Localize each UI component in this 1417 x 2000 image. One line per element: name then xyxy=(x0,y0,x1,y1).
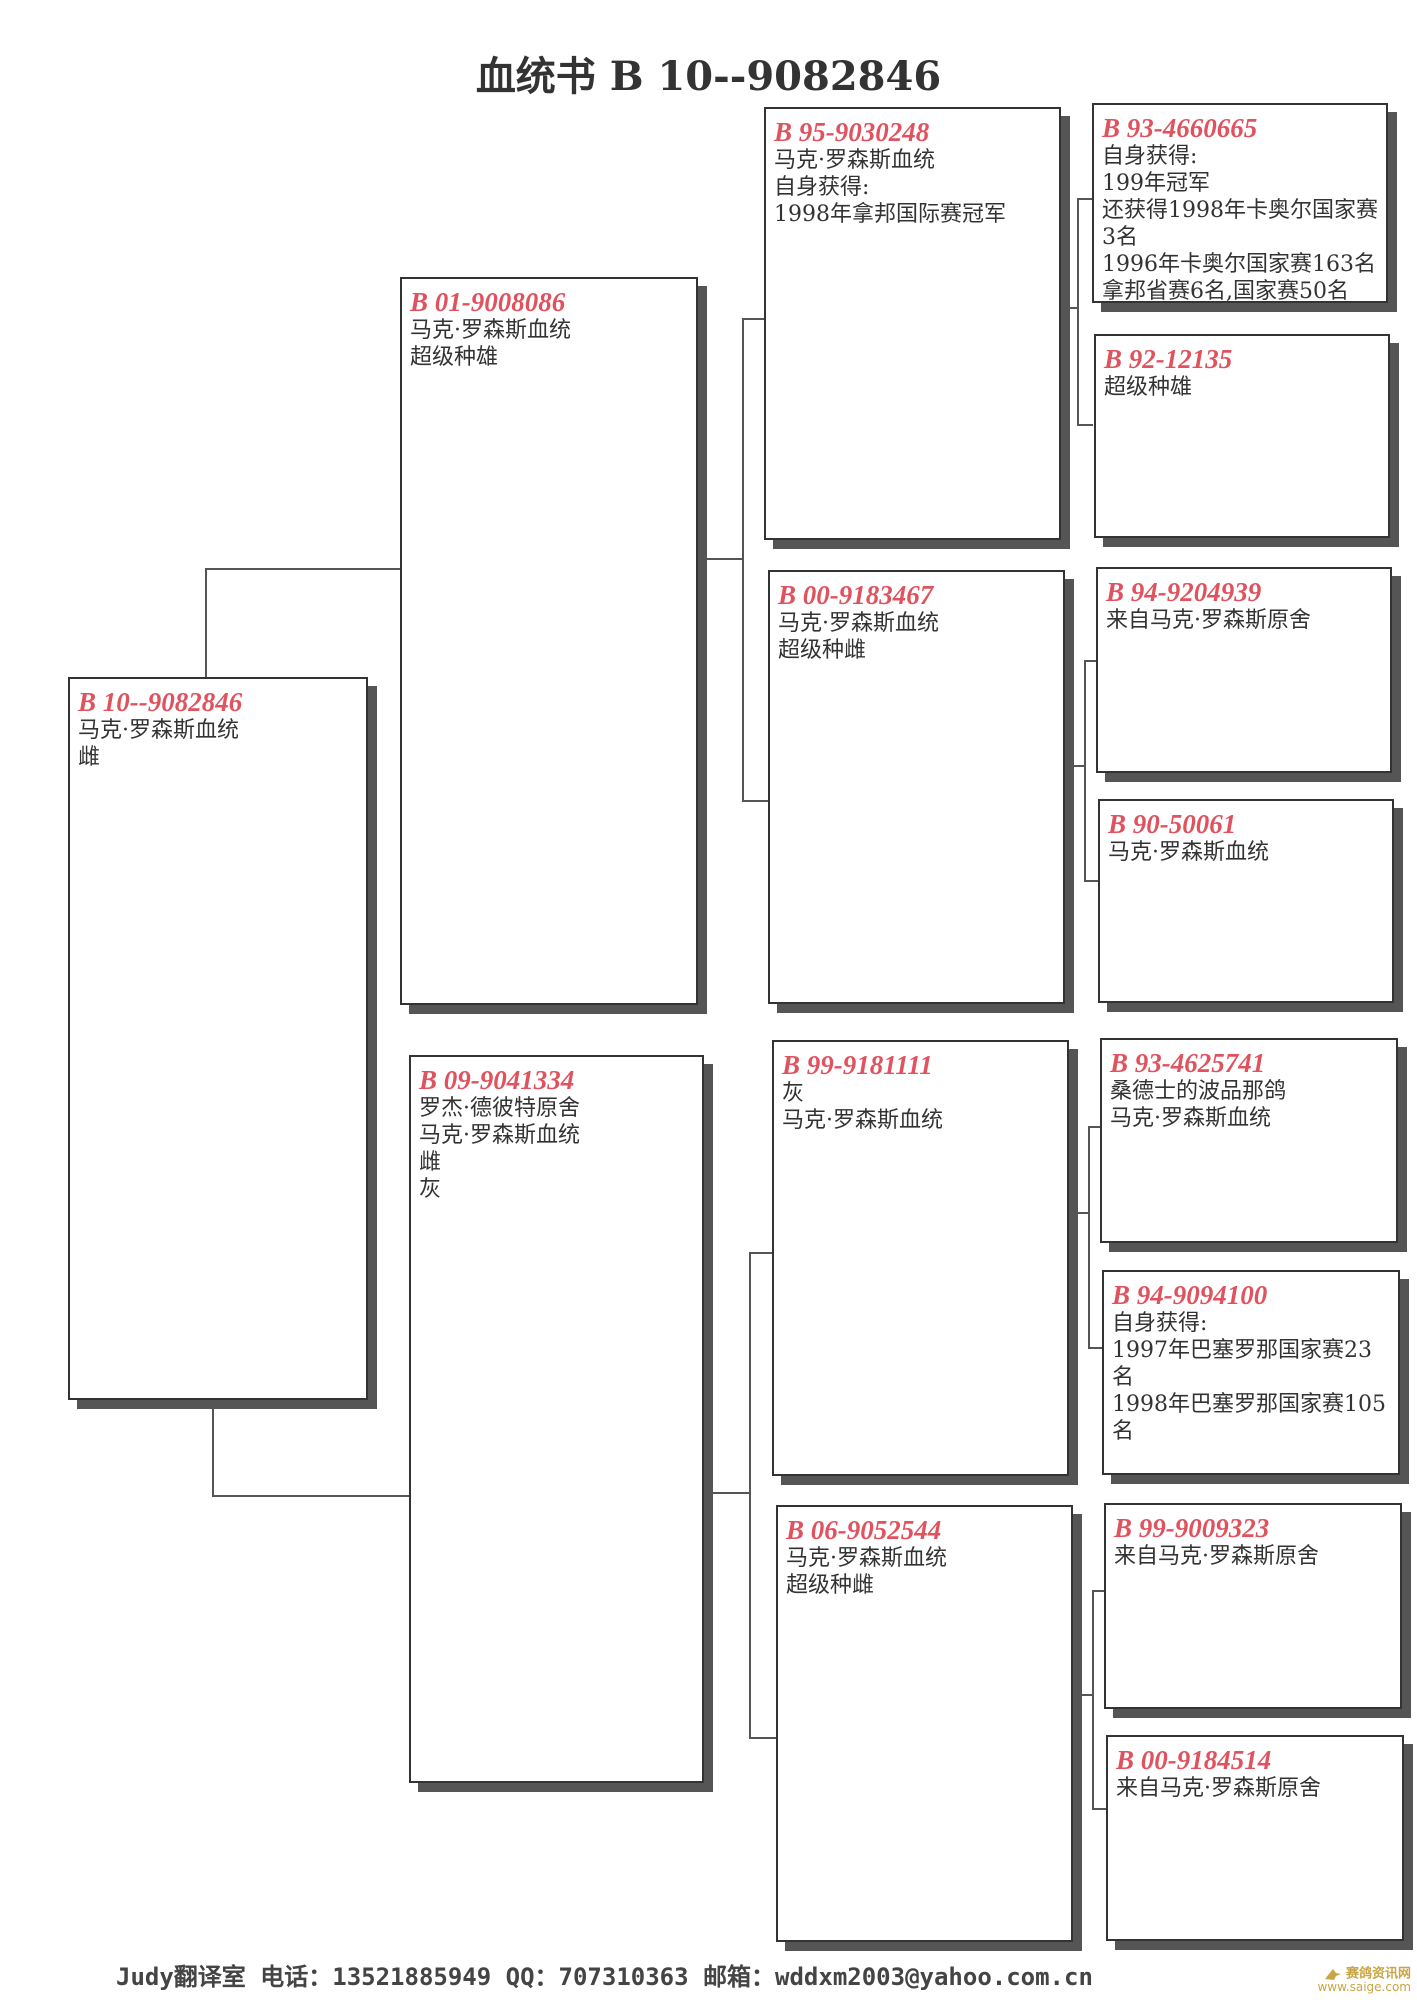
pedigree-card-great-grandparent: B 92-12135 超级种雄 xyxy=(1094,334,1390,538)
card-line: 马克·罗森斯血统 xyxy=(1110,1106,1271,1131)
ring-number: B 94-9204939 xyxy=(1106,577,1262,607)
ring-number: B 90-50061 xyxy=(1108,809,1237,839)
connector xyxy=(1092,1590,1094,1810)
ring-number: B 06-9052544 xyxy=(786,1515,942,1545)
card-line: 自身获得: xyxy=(1102,144,1198,169)
connector xyxy=(205,570,207,677)
card-line: 超级种雄 xyxy=(410,345,499,370)
ring-number: B 99-9009323 xyxy=(1114,1513,1270,1543)
pedigree-card-great-grandparent: B 93-4625741 桑德士的波品那鸽 马克·罗森斯血统 xyxy=(1100,1038,1398,1243)
connector xyxy=(749,1252,773,1254)
card-line: 1998年巴塞罗那国家赛105名 xyxy=(1112,1392,1386,1444)
pedigree-card-great-grandparent: B 93-4660665 自身获得: 199年冠军 还获得1998年卡奥尔国家赛… xyxy=(1092,103,1388,303)
card-line: 来自马克·罗森斯原舍 xyxy=(1114,1544,1319,1569)
card-line: 超级种雌 xyxy=(778,638,867,663)
ring-number: B 01-9008086 xyxy=(410,287,566,317)
card-line: 马克·罗森斯血统 xyxy=(774,148,935,173)
connector xyxy=(702,558,742,560)
ring-number: B 94-9094100 xyxy=(1112,1280,1268,1310)
connector xyxy=(1077,198,1093,200)
pedigree-card-grandsire: B 95-9030248 马克·罗森斯血统 自身获得: 1998年拿邦国际赛冠军 xyxy=(764,107,1061,540)
card-line: 马克·罗森斯血统 xyxy=(419,1123,580,1148)
connector xyxy=(1092,1590,1106,1592)
ring-number: B 99-9181111 xyxy=(782,1050,933,1080)
ring-number: B 09-9041334 xyxy=(419,1065,575,1095)
watermark-name: 赛鸽资讯网 xyxy=(1345,1966,1411,1982)
card-line: 199年冠军 xyxy=(1102,171,1210,196)
connector xyxy=(1084,660,1086,882)
card-line: 拿邦省赛6名,国家赛50名 xyxy=(1102,279,1349,303)
pedigree-card-great-grandparent: B 00-9184514 来自马克·罗森斯原舍 xyxy=(1106,1735,1404,1941)
ring-number: B 93-4660665 xyxy=(1102,113,1258,143)
site-watermark: 赛鸽资讯网 www.saige.com xyxy=(1317,1967,1411,1994)
pedigree-card-great-grandparent: B 94-9204939 来自马克·罗森斯原舍 xyxy=(1096,567,1392,773)
card-line: 自身获得: xyxy=(774,175,870,200)
connector xyxy=(1088,1126,1090,1349)
connector xyxy=(1077,198,1079,426)
pedigree-card-great-grandparent: B 99-9009323 来自马克·罗森斯原舍 xyxy=(1104,1503,1402,1709)
pedigree-card-dam: B 09-9041334 罗杰·德彼特原舍 马克·罗森斯血统 雌 灰 xyxy=(409,1055,704,1783)
connector xyxy=(742,318,744,802)
ring-number: B 00-9183467 xyxy=(778,580,934,610)
card-line: 雌 xyxy=(78,745,101,770)
connector xyxy=(212,1405,214,1497)
connector xyxy=(1075,1694,1092,1696)
connector xyxy=(1063,307,1077,309)
card-line: 1998年拿邦国际赛冠军 xyxy=(774,202,1006,227)
card-line: 马克·罗森斯血统 xyxy=(410,318,571,343)
connector xyxy=(205,568,403,570)
card-line: 超级种雄 xyxy=(1104,375,1193,400)
connector xyxy=(1072,1212,1088,1214)
connector xyxy=(1088,1126,1102,1128)
card-line: 超级种雌 xyxy=(786,1573,875,1598)
connector xyxy=(1068,765,1084,767)
connector xyxy=(1077,424,1093,426)
card-line: 灰 xyxy=(782,1081,805,1106)
card-line: 马克·罗森斯血统 xyxy=(778,611,939,636)
pigeon-logo-icon xyxy=(1325,1969,1342,1980)
card-line: 灰 xyxy=(419,1177,442,1202)
pedigree-card-subject: B 10--9082846 马克·罗森斯血统 雌 xyxy=(68,677,368,1400)
connector xyxy=(212,1495,409,1497)
pedigree-card-great-grandparent: B 90-50061 马克·罗森斯血统 xyxy=(1098,799,1394,1003)
card-line: 马克·罗森斯血统 xyxy=(786,1546,947,1571)
card-line: 来自马克·罗森斯原舍 xyxy=(1106,608,1311,633)
ring-number: B 92-12135 xyxy=(1104,344,1233,374)
connector xyxy=(749,1737,777,1739)
card-line: 雌 xyxy=(419,1150,442,1175)
card-line: 罗杰·德彼特原舍 xyxy=(419,1096,580,1121)
card-line: 桑德士的波品那鸽 xyxy=(1110,1079,1287,1104)
connector xyxy=(1092,1808,1108,1810)
pedigree-card-great-grandparent: B 94-9094100 自身获得: 1997年巴塞罗那国家赛23名 1998年… xyxy=(1102,1270,1400,1475)
card-line: 自身获得: xyxy=(1112,1311,1208,1336)
watermark-url: www.saige.com xyxy=(1317,1980,1411,1994)
pedigree-card-grandsire: B 99-9181111 灰 马克·罗森斯血统 xyxy=(772,1040,1069,1476)
ring-number: B 95-9030248 xyxy=(774,117,930,147)
connector xyxy=(1088,1347,1104,1349)
connector xyxy=(1084,660,1098,662)
card-line: 1996年卡奥尔国家赛163名 xyxy=(1102,252,1376,277)
card-line: 1997年巴塞罗那国家赛23名 xyxy=(1112,1338,1372,1390)
pedigree-card-sire: B 01-9008086 马克·罗森斯血统 超级种雄 xyxy=(400,277,698,1005)
page-title: 血统书 B 10--9082846 xyxy=(475,53,942,100)
connector xyxy=(707,1492,749,1494)
connector xyxy=(749,1252,751,1739)
card-line: 来自马克·罗森斯原舍 xyxy=(1116,1776,1321,1801)
pedigree-card-granddam: B 06-9052544 马克·罗森斯血统 超级种雌 xyxy=(776,1505,1073,1942)
ring-number: B 10--9082846 xyxy=(78,687,243,717)
connector xyxy=(742,800,769,802)
card-line: 马克·罗森斯血统 xyxy=(782,1108,943,1133)
connector xyxy=(1084,880,1100,882)
card-line: 还获得1998年卡奥尔国家赛3名 xyxy=(1102,198,1378,250)
contact-footer: Judy翻译室 电话：13521885949 QQ：707310363 邮箱：w… xyxy=(116,1963,1093,1991)
ring-number: B 00-9184514 xyxy=(1116,1745,1272,1775)
card-line: 马克·罗森斯血统 xyxy=(1108,840,1269,865)
card-line: 马克·罗森斯血统 xyxy=(78,718,239,743)
pedigree-card-granddam: B 00-9183467 马克·罗森斯血统 超级种雌 xyxy=(768,570,1065,1004)
connector xyxy=(742,318,765,320)
ring-number: B 93-4625741 xyxy=(1110,1048,1266,1078)
